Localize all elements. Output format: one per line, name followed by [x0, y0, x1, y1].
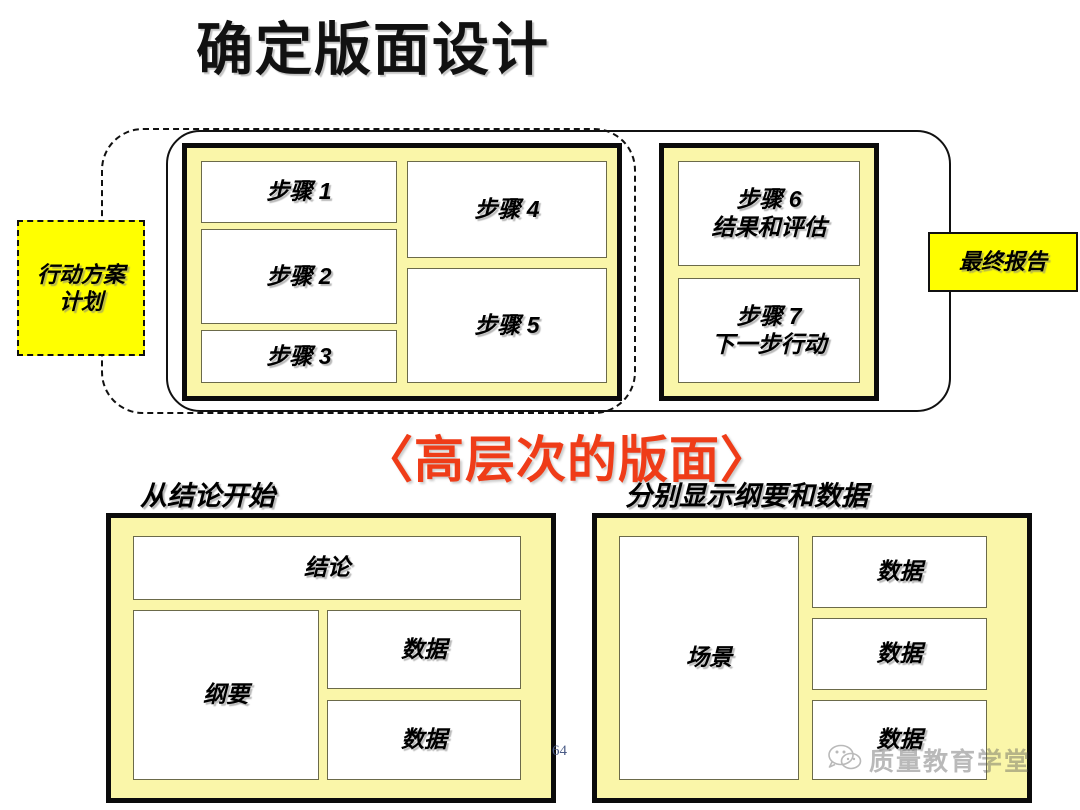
page-number: 64	[552, 743, 567, 759]
step-box-1[interactable]: 步骤 1	[201, 161, 397, 223]
layout-panel-scenario-and-data: 场景 数据 数据 数据	[592, 513, 1032, 803]
cell-data-1-label: 数据	[401, 635, 447, 662]
step-box-6-label: 步骤 6 结果和评估	[711, 185, 827, 240]
cell-outline[interactable]: 纲要	[133, 610, 319, 780]
step-box-4[interactable]: 步骤 4	[407, 161, 607, 258]
cell-data-5-label: 数据	[876, 726, 923, 753]
page-title: 确定版面设计	[196, 18, 550, 82]
layout-panel-conclusion-first: 结论 纲要 数据 数据	[106, 513, 556, 803]
step-box-3-label: 步骤 3	[266, 342, 332, 369]
high-level-layout-annotation: 〈高层次的版面〉	[363, 432, 771, 488]
cell-data-3-label: 数据	[876, 558, 923, 585]
steps-panel-right: 步骤 6 结果和评估 步骤 7 下一步行动	[659, 143, 879, 401]
cell-data-2-label: 数据	[401, 726, 447, 753]
step-box-2[interactable]: 步骤 2	[201, 229, 397, 324]
callout-final-report-label: 最终报告	[958, 249, 1047, 275]
step-box-4-label: 步骤 4	[474, 195, 540, 222]
cell-data-5[interactable]: 数据	[812, 700, 987, 780]
cell-conclusion[interactable]: 结论	[133, 536, 521, 600]
caption-start-from-conclusion: 从结论开始	[140, 481, 275, 511]
cell-scenario[interactable]: 场景	[619, 536, 799, 780]
callout-final-report[interactable]: 最终报告	[928, 232, 1078, 292]
steps-panel-left: 步骤 1 步骤 2 步骤 3 步骤 4 步骤 5	[182, 143, 622, 401]
cell-data-2[interactable]: 数据	[327, 700, 521, 780]
cell-scenario-label: 场景	[686, 644, 732, 671]
step-box-7[interactable]: 步骤 7 下一步行动	[678, 278, 860, 383]
callout-action-plan-label: 行动方案 计划	[36, 261, 125, 315]
callout-action-plan[interactable]: 行动方案 计划	[17, 220, 145, 356]
cell-conclusion-label: 结论	[304, 554, 350, 581]
step-box-2-label: 步骤 2	[266, 262, 332, 289]
cell-data-3[interactable]: 数据	[812, 536, 987, 608]
step-box-7-label: 步骤 7 下一步行动	[711, 302, 827, 357]
cell-data-4[interactable]: 数据	[812, 618, 987, 690]
step-box-1-label: 步骤 1	[266, 178, 332, 205]
step-box-3[interactable]: 步骤 3	[201, 330, 397, 383]
step-box-5-label: 步骤 5	[474, 311, 540, 338]
cell-data-4-label: 数据	[876, 640, 923, 667]
step-box-5[interactable]: 步骤 5	[407, 268, 607, 383]
cell-outline-label: 纲要	[203, 681, 249, 708]
step-box-6[interactable]: 步骤 6 结果和评估	[678, 161, 860, 266]
caption-show-outline-and-data: 分别显示纲要和数据	[625, 481, 868, 511]
cell-data-1[interactable]: 数据	[327, 610, 521, 689]
